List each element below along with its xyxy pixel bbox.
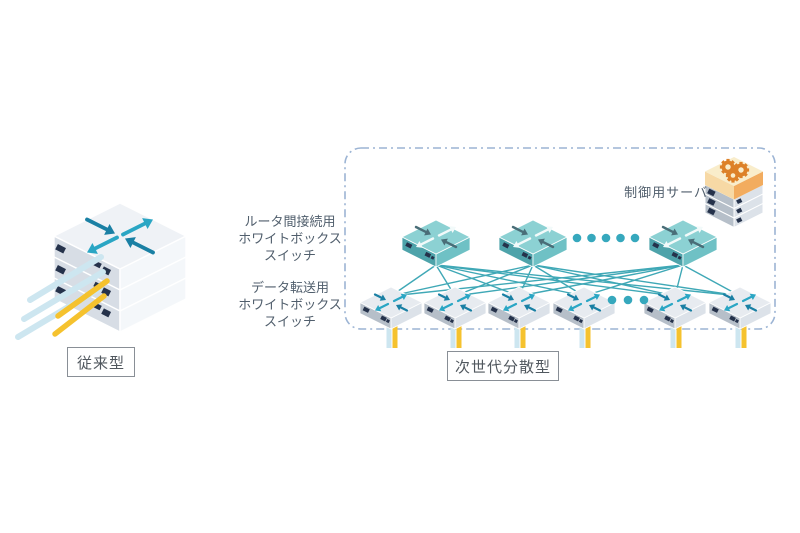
- router-cables: [15, 254, 110, 340]
- leaf-switch: [552, 286, 616, 330]
- leaf-switch: [643, 286, 707, 330]
- spine-label-line-3: スイッチ: [263, 248, 316, 263]
- spine-switch-label: ルータ間接続用 ホワイトボックス スイッチ: [228, 213, 352, 264]
- leaf-ellipsis: [607, 295, 649, 305]
- control-server-label: 制御用サーバ: [624, 185, 708, 200]
- spine-switch: [498, 219, 568, 268]
- leaf-label-line-2: ホワイトボックス: [238, 297, 342, 312]
- leaf-switch: [708, 286, 772, 330]
- conventional-router: [52, 202, 188, 334]
- spine-label-line-2: ホワイトボックス: [238, 231, 342, 246]
- leaf-switch: [359, 286, 423, 330]
- caption-nextgen-text: 次世代分散型: [454, 358, 551, 376]
- spine-label-line-1: ルータ間接続用: [244, 214, 336, 229]
- spine-switch: [648, 219, 718, 268]
- spine-switches: [401, 219, 718, 268]
- mesh-links: [390, 264, 741, 297]
- control-server: [704, 157, 764, 229]
- leaf-switch: [423, 286, 487, 330]
- leaf-label-line-1: データ転送用: [250, 280, 329, 295]
- spine-switch: [401, 219, 471, 268]
- caption-conventional: 従来型: [67, 347, 135, 377]
- leaf-switch: [487, 286, 551, 330]
- leaf-switches: [359, 286, 772, 330]
- spine-ellipsis: [572, 233, 640, 243]
- nextgen-boundary: [344, 147, 776, 330]
- caption-conventional-text: 従来型: [76, 354, 125, 372]
- leaf-switch-label: データ転送用 ホワイトボックス スイッチ: [228, 279, 352, 330]
- leaf-label-line-3: スイッチ: [263, 314, 316, 329]
- caption-nextgen: 次世代分散型: [447, 351, 559, 381]
